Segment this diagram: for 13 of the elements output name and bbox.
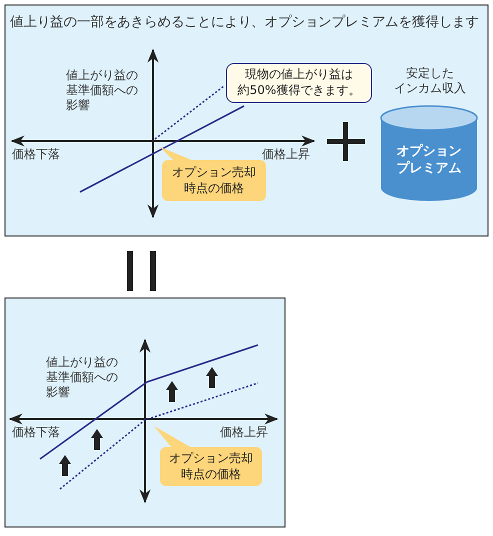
income-label: 安定したインカム収入: [393, 66, 467, 96]
axis-label: 価格下落: [12, 147, 61, 162]
callout-box: [226, 63, 372, 103]
cylinder-label: オプションプレミアム: [396, 144, 462, 178]
axis-label: 価格上昇: [220, 425, 269, 440]
axis-label: 価格下落: [12, 425, 61, 440]
callout-text: オプション売却時点の価格: [168, 450, 254, 482]
axis-title: 値上がり益の基準価額への影響: [46, 355, 119, 400]
diagram-title: 値上り益の一部をあきらめることにより、オプションプレミアムを獲得します: [10, 14, 480, 31]
axis-title: 値上がり益の基準価額への影響: [66, 68, 139, 113]
axis-label: 価格上昇: [262, 147, 311, 162]
callout-text: 現物の値上がり益は約50%獲得できます。: [238, 67, 360, 99]
callout-text: オプション売却時点の価格: [171, 164, 257, 196]
